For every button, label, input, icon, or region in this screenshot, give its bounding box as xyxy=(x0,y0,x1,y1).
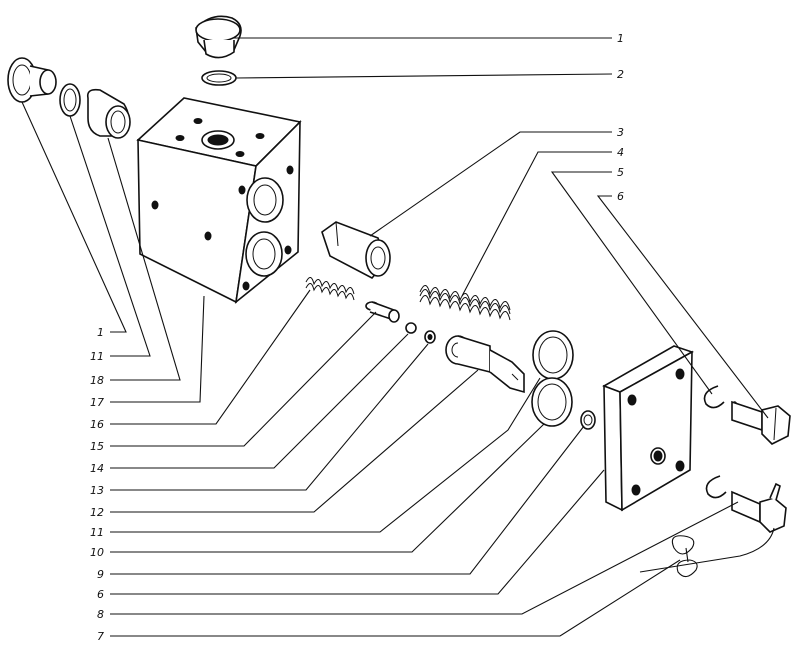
label-16: 16 xyxy=(90,418,104,431)
bolt-lockwire xyxy=(639,482,787,573)
plug-left xyxy=(7,57,57,103)
label-12: 12 xyxy=(90,506,104,519)
piston xyxy=(321,221,391,280)
o-ring-large-1-inner xyxy=(538,336,568,374)
label-2: 2 xyxy=(617,68,624,81)
label-17: 17 xyxy=(90,396,104,409)
labels-right: 1 2 3 4 5 6 xyxy=(617,32,624,203)
label-9: 9 xyxy=(97,568,104,581)
valve-pin xyxy=(365,301,400,323)
o-ring-top-inner xyxy=(206,73,232,83)
cover-plate xyxy=(602,345,694,512)
o-ring-small-inner xyxy=(583,414,593,426)
bolt-top xyxy=(731,400,791,445)
spring-small xyxy=(305,277,355,301)
label-5: 5 xyxy=(617,166,624,179)
label-7: 7 xyxy=(97,630,104,643)
label-11-upper: 11 xyxy=(90,350,104,363)
lock-wire-loop xyxy=(671,535,698,578)
label-8: 8 xyxy=(97,608,104,621)
label-1-left: 1 xyxy=(97,326,104,339)
labels-bottom: 1 11 18 17 16 15 14 13 12 11 10 9 6 8 7 xyxy=(90,326,104,643)
leaders-bottom xyxy=(21,101,739,637)
label-6-bottom: 6 xyxy=(97,588,104,601)
label-3: 3 xyxy=(617,126,624,139)
lock-washer-bottom xyxy=(705,475,727,499)
label-6-right: 6 xyxy=(617,190,624,203)
spool xyxy=(445,335,525,394)
label-11-lower: 11 xyxy=(90,526,104,539)
spring-large xyxy=(419,285,511,321)
lock-washer-top xyxy=(703,385,725,409)
washer-small-hole xyxy=(427,334,433,340)
label-1-top: 1 xyxy=(617,32,624,45)
label-10: 10 xyxy=(90,546,104,559)
o-ring-small xyxy=(580,410,596,430)
plug-top xyxy=(195,15,242,59)
label-13: 13 xyxy=(90,484,104,497)
label-14: 14 xyxy=(90,462,104,475)
o-ring-large-2-inner xyxy=(537,383,567,421)
ball xyxy=(405,322,417,334)
label-18: 18 xyxy=(90,374,104,387)
sleeve-left xyxy=(86,88,131,139)
label-4: 4 xyxy=(617,146,624,159)
o-ring-left-inner xyxy=(63,88,77,112)
label-15: 15 xyxy=(90,440,104,453)
leaders-right xyxy=(232,37,769,419)
valve-body xyxy=(136,97,302,304)
